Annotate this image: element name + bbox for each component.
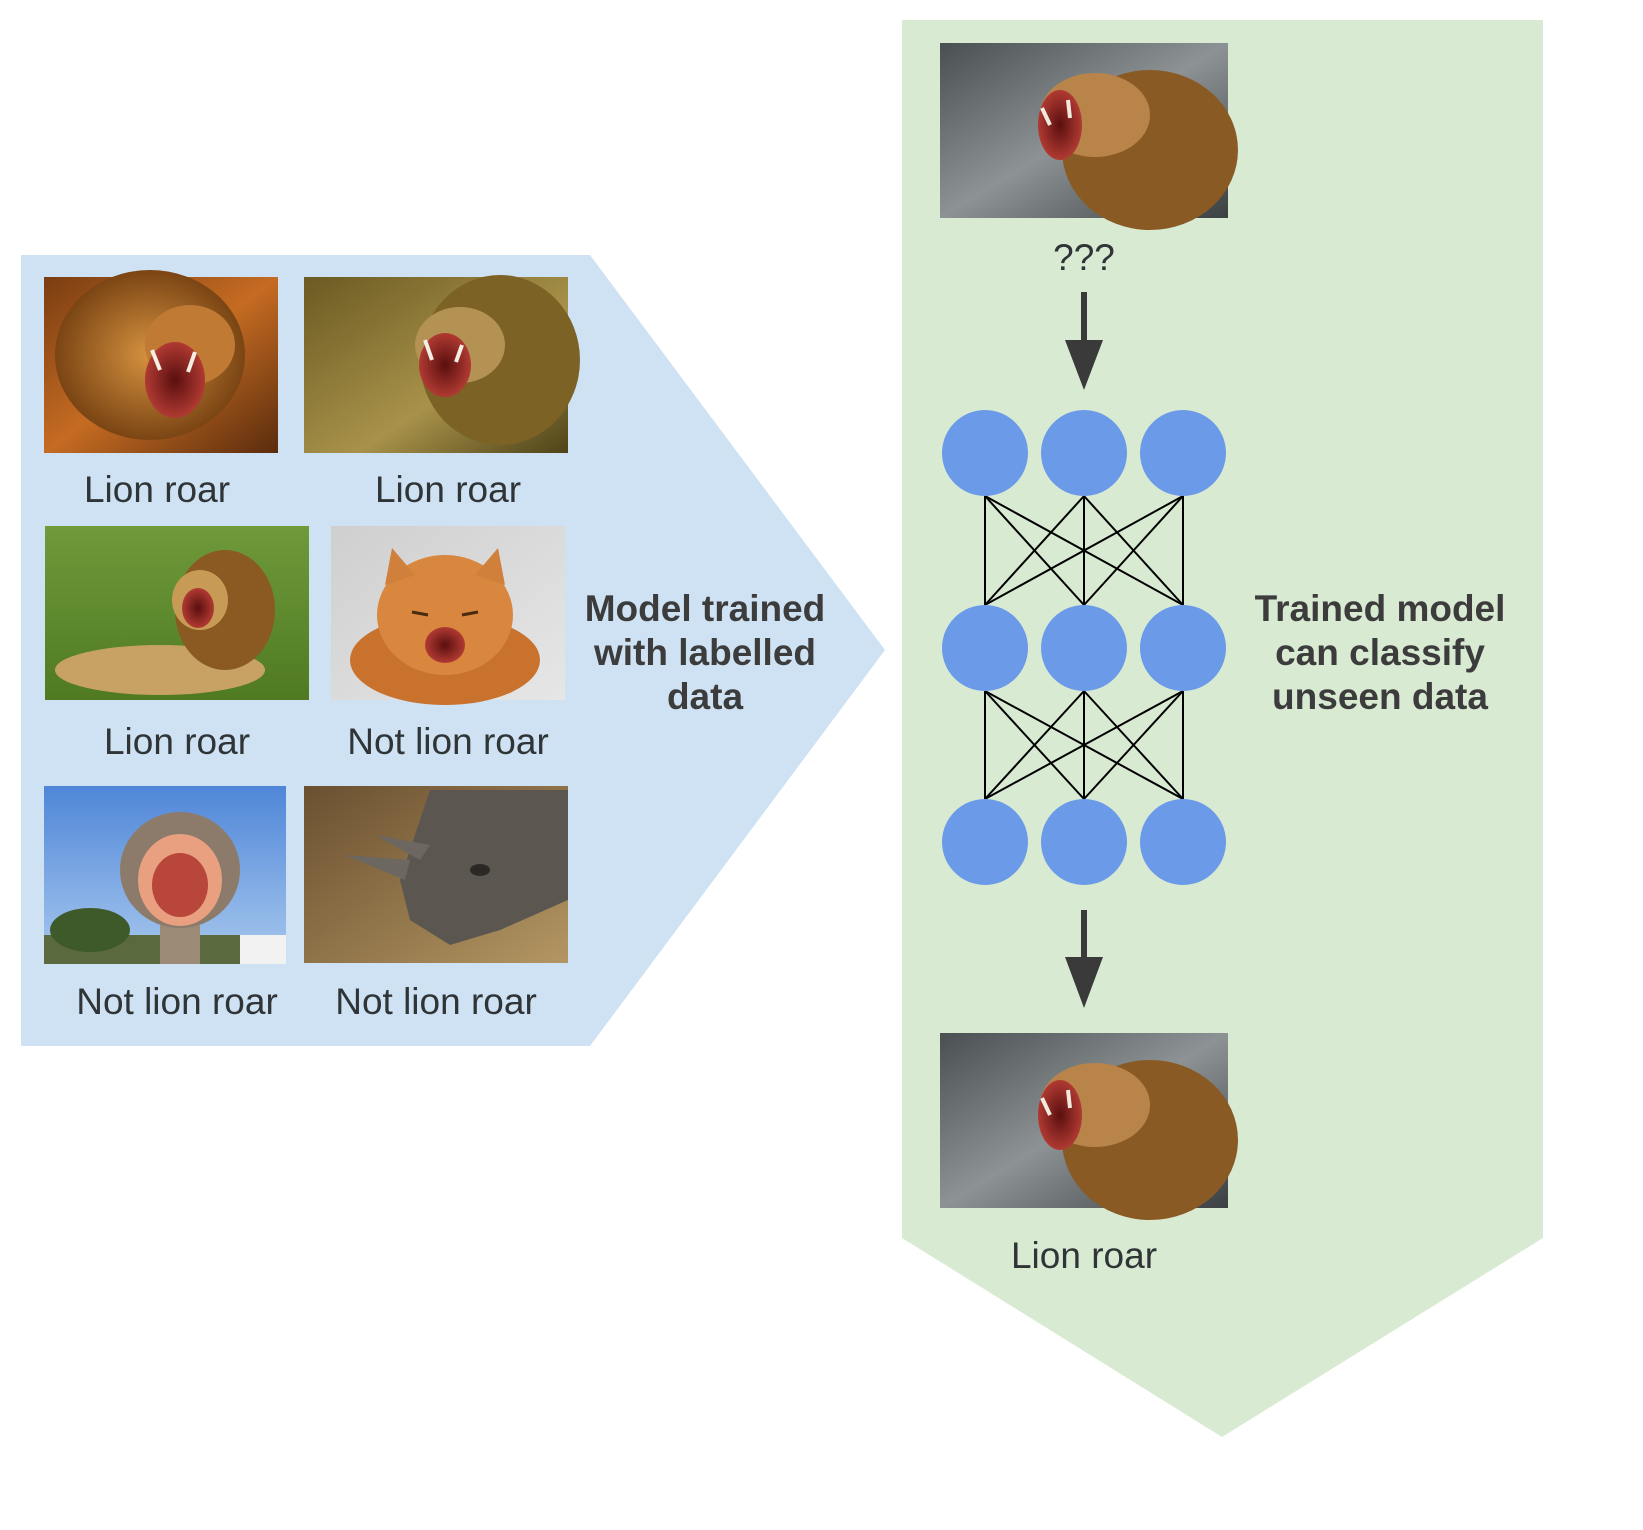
output-label: Lion roar: [1011, 1235, 1157, 1276]
network-edge: [984, 495, 1184, 606]
network-edge: [984, 690, 1184, 800]
example-label-5: Not lion roar: [76, 981, 278, 1022]
example-label-2: Lion roar: [375, 469, 521, 510]
network-node: [1140, 605, 1226, 691]
training-panel: Lion roar Lion roar Lion roar Not lion r…: [21, 255, 885, 1046]
inference-caption-line-1: Trained model: [1255, 588, 1506, 629]
arrow-down-icon: [1065, 910, 1103, 1008]
network-node: [942, 605, 1028, 691]
input-label: ???: [1053, 237, 1115, 278]
neural-network: [942, 410, 1226, 885]
photo-lion-roar-2: [304, 275, 580, 453]
training-caption-line-2: with labelled: [593, 632, 816, 673]
example-label-1: Lion roar: [84, 469, 230, 510]
inference-panel-background: [902, 20, 1543, 1437]
network-edge: [1083, 495, 1184, 606]
inference-caption-line-2: can classify: [1275, 632, 1485, 673]
network-node: [1140, 410, 1226, 496]
photo-not-lion-roar-rhino: [304, 786, 568, 963]
example-label-3: Lion roar: [104, 721, 250, 762]
photo-lion-roar-3: [45, 526, 309, 700]
inference-panel: ??? Lion roar Trained model can classify…: [902, 20, 1543, 1437]
input-photo-lion: [940, 43, 1238, 230]
example-label-4: Not lion roar: [347, 721, 549, 762]
training-caption-line-3: data: [667, 676, 744, 717]
example-label-6: Not lion roar: [335, 981, 537, 1022]
network-edge: [984, 495, 1085, 606]
network-edge: [984, 690, 1085, 800]
network-node: [942, 410, 1028, 496]
photo-lion-roar-1: [44, 270, 278, 453]
network-node: [1041, 410, 1127, 496]
network-node: [1041, 605, 1127, 691]
inference-caption-line-3: unseen data: [1272, 676, 1488, 717]
network-node: [1041, 799, 1127, 885]
photo-not-lion-roar-cat: [331, 526, 565, 705]
photo-not-lion-roar-ostrich: [44, 786, 286, 964]
network-node: [1140, 799, 1226, 885]
arrow-down-icon: [1065, 292, 1103, 390]
output-photo-lion: [940, 1033, 1238, 1220]
network-edge: [1083, 690, 1184, 800]
network-node: [942, 799, 1028, 885]
training-caption-line-1: Model trained: [585, 588, 826, 629]
